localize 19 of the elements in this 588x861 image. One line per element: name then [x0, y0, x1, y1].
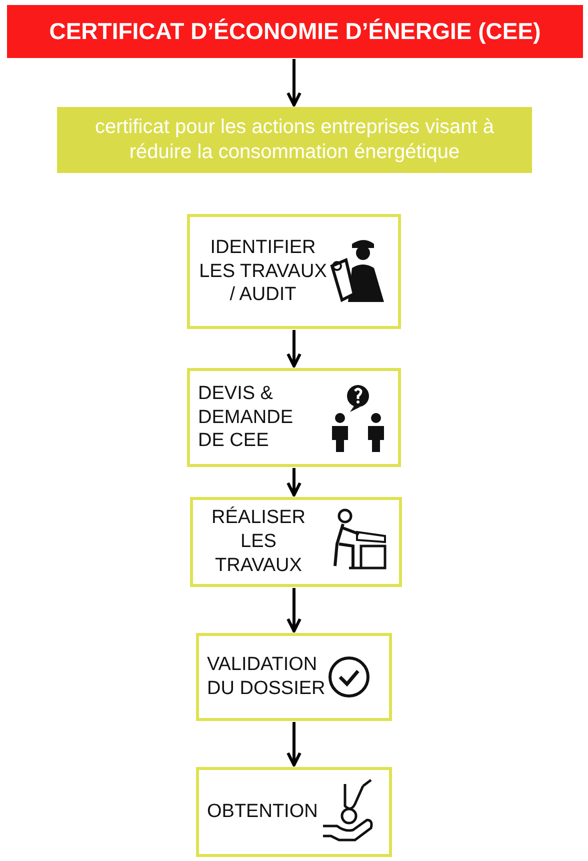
- step-label: VALIDATION DU DOSSIER: [207, 653, 326, 701]
- step-box: [187, 214, 401, 329]
- step-label: OBTENTION: [207, 800, 319, 824]
- title-box: [7, 5, 583, 58]
- arrow: [286, 59, 302, 106]
- arrow: [286, 468, 302, 496]
- step-label: RÉALISER LES TRAVAUX: [210, 506, 306, 578]
- step-box: [196, 767, 392, 857]
- definition-box: [57, 107, 532, 173]
- step-box: [196, 633, 392, 721]
- step-label: IDENTIFIER LES TRAVAUX / AUDIT: [198, 236, 328, 308]
- step-box: [187, 368, 401, 467]
- step-box: [190, 497, 402, 587]
- arrow: [286, 588, 302, 632]
- title-text: CERTIFICAT D’ÉCONOMIE D’ÉNERGIE (CEE): [49, 18, 541, 45]
- definition-text: certificat pour les actions entreprises visant à réduire la consommation énergétique: [94, 115, 496, 165]
- arrow: [286, 722, 302, 766]
- arrow: [286, 330, 302, 368]
- step-label: DEVIS & DEMANDE DE CEE: [198, 382, 294, 454]
